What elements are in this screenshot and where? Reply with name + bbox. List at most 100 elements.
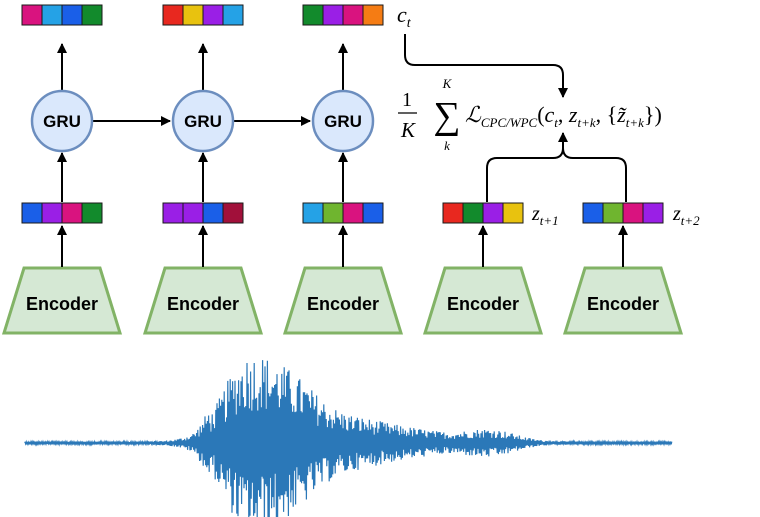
gru-cell-2: GRU: [171, 89, 235, 153]
context-subscript: t: [407, 16, 412, 31]
encoder-block-4: Encoder: [422, 266, 544, 335]
vector-cell: [41, 202, 63, 224]
encoder-label: Encoder: [167, 294, 239, 314]
vector-cell: [81, 202, 103, 224]
math-labels: ct 1 K K ∑ k ℒCPC/WPC(ct, zt+k, {z̃t+k})…: [397, 2, 700, 228]
gru-circle: [311, 89, 375, 153]
vector-cell: [202, 202, 224, 224]
sum-upper: K: [442, 76, 453, 91]
fraction-numerator: 1: [402, 89, 412, 111]
vector-cell: [222, 4, 244, 26]
waveform-trace: [24, 360, 673, 517]
vector-cell: [442, 202, 464, 224]
vector-cell: [582, 202, 604, 224]
encoder-shape: [422, 266, 544, 335]
arg-c: c: [545, 102, 555, 127]
arg-z: z: [568, 102, 578, 127]
vector-cell: [362, 202, 384, 224]
arg-ztilde-sub: t+k: [626, 115, 644, 130]
encoder-label: Encoder: [307, 294, 379, 314]
gru-output-vector-1: [21, 4, 103, 26]
context-symbol: c: [397, 2, 407, 27]
vector-cell: [642, 202, 664, 224]
encoder-shape: [562, 266, 684, 335]
vector-cell: [622, 202, 644, 224]
future-latent-1-symbol: z: [531, 203, 540, 225]
sep-2: ,: [596, 102, 607, 127]
sum-lower: k: [444, 138, 450, 153]
gru-label: GRU: [324, 112, 362, 131]
gru-circle: [30, 89, 94, 153]
arg-z-sub: t+k: [577, 115, 595, 130]
vector-cell: [462, 202, 484, 224]
encoder-label: Encoder: [26, 294, 98, 314]
encoder-block-2: Encoder: [142, 266, 264, 335]
gru-label: GRU: [184, 112, 222, 131]
encoder-block-5: Encoder: [562, 266, 684, 335]
arg-c-sub: t: [554, 115, 558, 130]
arg-ztilde: z̃: [616, 102, 627, 127]
fraction-denominator: K: [400, 118, 416, 142]
encoder-label: Encoder: [447, 294, 519, 314]
vector-cell: [342, 4, 364, 26]
context-vector: [302, 4, 384, 26]
vector-cell: [21, 4, 43, 26]
loss-symbol: ℒ: [465, 102, 482, 127]
set-open: {: [607, 102, 618, 127]
gru-cell-3: GRU: [311, 89, 375, 153]
args-open: (: [537, 102, 544, 127]
encoder-output-vector-1: [21, 202, 103, 224]
sum-symbol: ∑: [433, 95, 460, 137]
audio-waveform: [24, 360, 673, 517]
future-latent-2-label: zt+2: [672, 203, 700, 228]
encoder-block-1: Encoder: [1, 266, 123, 335]
encoder-output-vector-3: [302, 202, 384, 224]
vector-cell: [61, 202, 83, 224]
vector-cell: [342, 202, 364, 224]
future-latent-1-label: zt+1: [531, 203, 559, 228]
future-latent-1-to-loss-line: [486, 140, 564, 202]
vector-cell: [482, 202, 504, 224]
encoder-output-vector-2: [162, 202, 244, 224]
encoder-shape: [142, 266, 264, 335]
vector-cell: [322, 4, 344, 26]
future-latent-vector-1: [442, 202, 524, 224]
future-latent-2-to-loss-line: [562, 147, 627, 202]
vector-cell: [21, 202, 43, 224]
vector-cell: [302, 4, 324, 26]
vector-cell: [202, 4, 224, 26]
context-label: ct: [397, 2, 412, 31]
encoder-shape: [1, 266, 123, 335]
vector-cell: [502, 202, 524, 224]
vector-cell: [362, 4, 384, 26]
encoder-label: Encoder: [587, 294, 659, 314]
vector-cell: [162, 4, 184, 26]
set-close: }: [644, 102, 655, 127]
vector-cell: [222, 202, 244, 224]
latent-vectors: [21, 4, 664, 224]
loss-formula: 1 K K ∑ k ℒCPC/WPC(ct, zt+k, {z̃t+k}): [398, 76, 662, 153]
encoder-shape: [282, 266, 404, 335]
vector-cell: [322, 202, 344, 224]
encoder-block-3: Encoder: [282, 266, 404, 335]
vector-cell: [81, 4, 103, 26]
vector-cell: [41, 4, 63, 26]
loss-expression: ℒCPC/WPC(ct, zt+k, {z̃t+k}): [465, 102, 662, 130]
gru-circle: [171, 89, 235, 153]
gru-output-vector-2: [162, 4, 244, 26]
gru-cell-1: GRU: [30, 89, 94, 153]
context-to-loss-arrow: [404, 34, 568, 98]
connection-arrows: [57, 34, 628, 267]
vector-cell: [182, 4, 204, 26]
loss-subscript: CPC/WPC: [481, 115, 538, 130]
sep-1: ,: [558, 102, 569, 127]
future-latent-vector-2: [582, 202, 664, 224]
future-latent-1-subscript: t+1: [540, 213, 559, 228]
args-close: ): [654, 102, 661, 127]
gru-label: GRU: [43, 112, 81, 131]
future-latent-2-symbol: z: [672, 203, 681, 225]
gru-row: GRU GRU GRU: [30, 89, 375, 153]
vector-cell: [162, 202, 184, 224]
future-latent-2-subscript: t+2: [681, 213, 700, 228]
